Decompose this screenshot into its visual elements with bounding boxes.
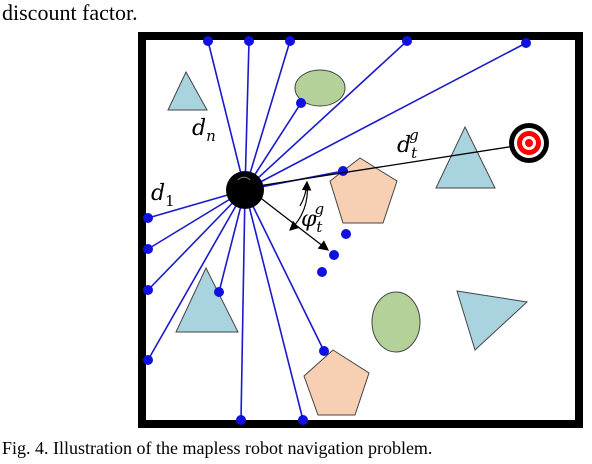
robot-icon [226,171,264,209]
pentagon-obstacle-bottom [303,349,370,416]
laser-ray [240,189,246,421]
laser-ray [147,189,246,361]
laser-hit-dot [143,355,153,365]
laser-hit-dot [296,98,306,108]
triangle-obstacle-top-left [167,70,208,111]
label-d1: d1 [151,181,175,210]
heading-angle-arc-back [299,180,312,207]
laser-ray [147,189,246,291]
goal-distance-arrow [257,140,530,187]
laser-hit-points [143,36,531,425]
triangle-obstacle-left-lower [175,266,239,333]
trajectory-dot [341,229,351,239]
laser-hit-dot [203,36,213,46]
ellipse-obstacle-top [294,69,346,107]
preceding-text: discount factor. [2,0,138,25]
laser-hit-dot [236,415,246,425]
laser-hit-dot [319,346,329,356]
triangle-obstacle-right [435,125,496,189]
label-dn: dn [192,116,216,145]
laser-ray [207,40,246,191]
trajectory-dot [329,250,339,260]
laser-ray [244,40,291,191]
laser-hit-dot [143,213,153,223]
laser-hit-dot [521,38,531,48]
label-dtg: dtg [397,126,419,162]
laser-hit-dot [143,285,153,295]
laser-hit-dot [244,36,254,46]
laser-hit-dot [214,287,224,297]
goal-target-icon [509,123,549,163]
laser-hit-dot [402,36,412,46]
laser-ray [244,42,527,191]
laser-ray [244,189,304,421]
trajectory-dot [317,267,327,277]
laser-hit-dot [285,36,295,46]
laser-ray [244,40,408,191]
triangle-obstacle-bottom-right [456,290,529,351]
laser-ray [244,189,325,352]
laser-hit-dot [298,415,308,425]
laser-ray [244,40,250,191]
ellipse-obstacle-bottom [371,291,421,353]
laser-hit-dot [143,244,153,254]
label-phi: φtg [301,200,324,236]
laser-hit-dot [338,166,348,176]
arena-wall [138,32,583,428]
figure-caption: Fig. 4. Illustration of the mapless robo… [2,438,433,458]
